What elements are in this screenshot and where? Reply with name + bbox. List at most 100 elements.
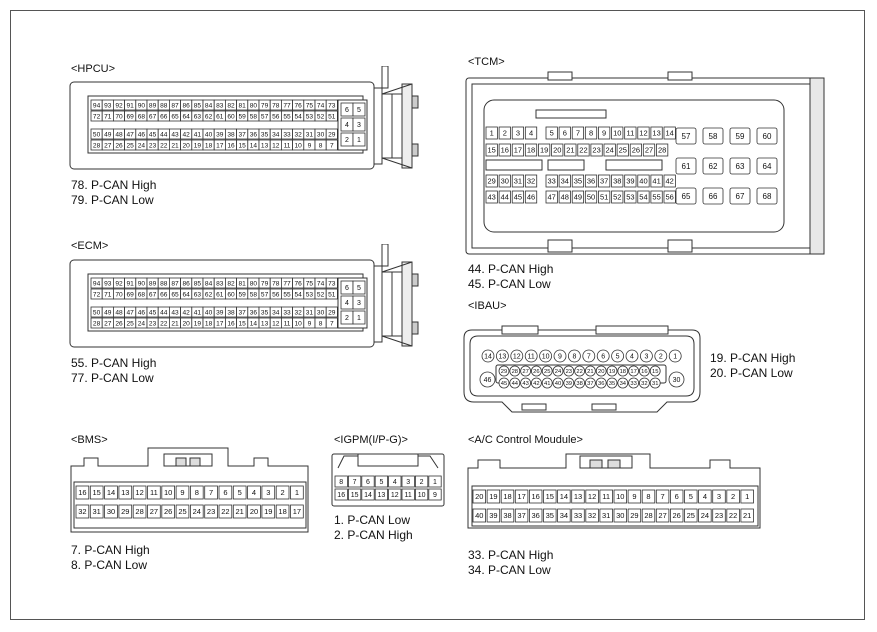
outer-frame bbox=[10, 10, 865, 620]
ibau-pin-36-box bbox=[595, 377, 607, 389]
bms-pin-1-label: 1 bbox=[295, 488, 299, 497]
ecm-pin-79-label: 79 bbox=[261, 280, 269, 287]
bms-pin-19-box bbox=[261, 504, 276, 519]
hpcu-pin-2-label: 2 bbox=[345, 137, 349, 144]
ecm-pin-67-label: 67 bbox=[149, 291, 157, 298]
ibau-note-low: 20. P-CAN Low bbox=[710, 366, 793, 380]
ac-pin-39-box bbox=[486, 508, 501, 523]
hpcu-pin-49-label: 49 bbox=[104, 131, 112, 138]
bms-pin-10-box bbox=[161, 485, 176, 500]
hpcu-pin-7-label: 7 bbox=[330, 142, 334, 149]
ecm-pin-32-label: 32 bbox=[295, 309, 303, 316]
hpcu-pin-73-box bbox=[325, 99, 338, 111]
ibau-pin-46-label: 46 bbox=[484, 377, 492, 384]
ecm-pin-93-label: 93 bbox=[104, 280, 112, 287]
tcm-pin-64-box bbox=[756, 157, 778, 175]
hpcu-pin-63-label: 63 bbox=[194, 113, 202, 120]
bms-pin-23-box bbox=[204, 504, 218, 519]
tcm-pin-54-label: 54 bbox=[639, 193, 647, 202]
tcm-pin-58-box bbox=[702, 127, 724, 145]
ibau-pin-11-box bbox=[524, 349, 538, 363]
hpcu-pin-92-label: 92 bbox=[115, 102, 123, 109]
ecm-title: <ECM> bbox=[71, 240, 109, 252]
ac-pin-6-box bbox=[669, 489, 684, 504]
ecm-pin-27-label: 27 bbox=[104, 320, 112, 327]
tcm-pin-54-box bbox=[637, 190, 650, 204]
tcm-pin-41-label: 41 bbox=[652, 177, 660, 186]
ac-pin-34-box bbox=[557, 508, 571, 523]
tcm-pin-51-label: 51 bbox=[600, 193, 608, 202]
ac-pin-17-label: 17 bbox=[517, 492, 525, 501]
ibau-pin-5-label: 5 bbox=[616, 353, 620, 360]
hpcu-pin-90-label: 90 bbox=[138, 102, 146, 109]
hpcu-pin-61-label: 61 bbox=[216, 113, 224, 120]
tcm-pin-56-box bbox=[663, 190, 676, 204]
hpcu-pin-42-label: 42 bbox=[183, 131, 191, 138]
tcm-pin-9-box bbox=[598, 126, 611, 140]
ecm-pin-74-label: 74 bbox=[317, 280, 325, 287]
ibau-pin-16-label: 16 bbox=[641, 369, 647, 375]
bms-pin-31-label: 31 bbox=[93, 507, 101, 516]
bms-pin-5-label: 5 bbox=[238, 488, 242, 497]
ibau-pin-43-box bbox=[520, 377, 531, 389]
ibau-pin-14-box bbox=[481, 349, 495, 363]
ecm-pin-44-label: 44 bbox=[160, 309, 168, 316]
hpcu-pin-16-label: 16 bbox=[227, 142, 235, 149]
tcm-pin-19-box bbox=[538, 143, 551, 157]
bms-pin-4-box bbox=[247, 485, 261, 500]
hpcu-pin-21-label: 21 bbox=[171, 142, 179, 149]
ecm-pin-28-label: 28 bbox=[93, 320, 101, 327]
ecm-pin-29-box bbox=[325, 306, 338, 318]
ac-pin-27-label: 27 bbox=[658, 511, 666, 520]
ac-pin-14-label: 14 bbox=[560, 492, 568, 501]
ecm-pin-56-label: 56 bbox=[272, 291, 280, 298]
ecm-pin-58-label: 58 bbox=[250, 291, 258, 298]
tcm-note-high: 44. P-CAN High bbox=[468, 262, 554, 276]
hpcu-pin-84-label: 84 bbox=[205, 102, 213, 109]
hpcu-pin-39-label: 39 bbox=[216, 131, 224, 138]
igpm-pin-16-box bbox=[334, 488, 348, 501]
hpcu-pin-37-label: 37 bbox=[239, 131, 247, 138]
ibau-pin-20-box bbox=[595, 365, 607, 377]
ecm-pin-15-label: 15 bbox=[239, 320, 247, 327]
ecm-pin-69-label: 69 bbox=[127, 291, 135, 298]
ac-pin-4-box bbox=[698, 489, 712, 504]
igpm-note-low: 1. P-CAN Low bbox=[334, 513, 411, 527]
ecm-pin-25-label: 25 bbox=[127, 320, 135, 327]
hpcu-pin-77-label: 77 bbox=[283, 102, 291, 109]
hpcu-pin-72-label: 72 bbox=[93, 113, 101, 120]
ibau-pin-32-box bbox=[638, 377, 650, 389]
igpm-pin-8-box bbox=[334, 475, 348, 488]
ecm-pin-46-label: 46 bbox=[138, 309, 146, 316]
ecm-pin-89-label: 89 bbox=[149, 280, 157, 287]
ibau-pin-14-label: 14 bbox=[484, 353, 492, 360]
bms-pin-14-box bbox=[104, 485, 118, 500]
ecm-pin-41-label: 41 bbox=[194, 309, 202, 316]
ibau-pin-32-label: 32 bbox=[641, 381, 647, 387]
tcm-pin-32-label: 32 bbox=[527, 177, 535, 186]
ac-pin-34-label: 34 bbox=[560, 511, 568, 520]
tcm-pin-67-box bbox=[729, 187, 751, 205]
hpcu-pin-5-box bbox=[352, 102, 366, 117]
ecm-pin-53-label: 53 bbox=[306, 291, 314, 298]
ecm-pin-63-label: 63 bbox=[194, 291, 202, 298]
ecm-pin-20-label: 20 bbox=[183, 320, 191, 327]
ibau-pin-34-label: 34 bbox=[620, 381, 627, 387]
ac-pin-17-box bbox=[514, 489, 529, 504]
ac-pin-40-label: 40 bbox=[475, 511, 483, 520]
ac-pin-21-label: 21 bbox=[743, 511, 751, 520]
bms-pin-19-label: 19 bbox=[264, 507, 272, 516]
hpcu-pin-14-label: 14 bbox=[250, 142, 258, 149]
tcm-pin-62-label: 62 bbox=[709, 162, 718, 171]
hpcu-pin-56-label: 56 bbox=[272, 113, 280, 120]
ac-pin-38-box bbox=[500, 508, 515, 523]
bms-pin-28-box bbox=[132, 504, 147, 519]
ecm-pin-72-label: 72 bbox=[93, 291, 101, 298]
ibau-pin-37-label: 37 bbox=[587, 381, 593, 387]
bms-pin-15-label: 15 bbox=[93, 488, 101, 497]
hpcu-pin-53-label: 53 bbox=[306, 113, 314, 120]
tcm-pin-38-label: 38 bbox=[613, 177, 621, 186]
hpcu-pin-69-label: 69 bbox=[127, 113, 135, 120]
ibau-pin-42-box bbox=[531, 377, 542, 389]
bms-pin-27-label: 27 bbox=[150, 507, 158, 516]
